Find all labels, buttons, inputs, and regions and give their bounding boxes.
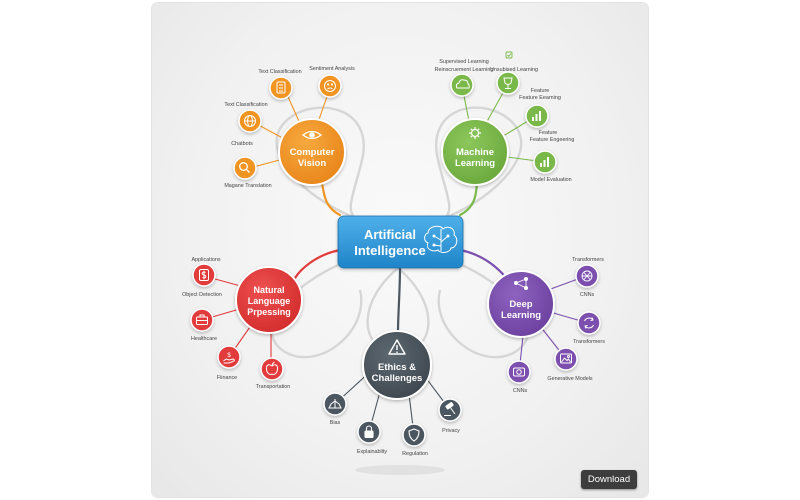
leaf-label: CNNs: [513, 388, 528, 394]
brain-circuit-icon: [424, 225, 458, 253]
branch-machine-learning: Machine Learning Supervised Learning Rei…: [435, 51, 575, 186]
leaf-text-classification-2: Text Classification: [224, 102, 268, 133]
branch-deep-learning: Deep Learning Transformers CNNs Transfor…: [487, 257, 605, 394]
leaf-transformers-2: Transformers: [573, 311, 605, 345]
branch-computer-vision: Computer Vision Sentiment Analysis Text …: [224, 66, 355, 189]
sad-face-icon: [324, 80, 336, 92]
dollar-icon: [199, 269, 209, 281]
lock-icon: [364, 425, 374, 439]
nlp-title-line3: Prpessing: [247, 307, 291, 317]
leaf-transportation: Transportation: [256, 357, 291, 390]
leaf-label: Regulation: [402, 451, 428, 457]
leaf-cnns: CNNs: [507, 360, 531, 394]
machine-learning-title-line1: Machine: [456, 147, 494, 158]
leaf-label-reinscruement-learning: Reinscruement Learning: [435, 67, 494, 73]
leaf-label-cnns: CNNs: [580, 292, 595, 298]
computer-vision-title-line2: Vision: [298, 158, 327, 169]
leaf-label-applications: Applications: [191, 257, 220, 263]
gavel-icon: [444, 402, 456, 416]
leaf-label-unsubised-learning: Unsubised Learning: [490, 67, 538, 73]
hand-money-icon: $: [223, 353, 235, 364]
document-icon: [276, 81, 286, 94]
deep-learning-title-line2: Learning: [501, 310, 541, 321]
leaf-label-line1: Feature: [531, 88, 550, 94]
leaf-feature-eearning: Feature Feature Eearning: [519, 88, 561, 128]
leaf-regulation: Regulation: [402, 423, 428, 457]
leaf-label: Feature Eearning: [519, 95, 561, 101]
leaf-label-model-evaluation: Model Evaluation: [530, 177, 571, 183]
leaf-privacy: Privacy: [438, 398, 462, 434]
leaf-label: Chatbots: [231, 141, 253, 147]
leaf-label: Transportation: [256, 384, 291, 390]
download-button[interactable]: Download: [581, 470, 637, 489]
shield-icon: [408, 428, 420, 442]
network-icon: [581, 270, 593, 282]
nlp-title-line2: Language: [248, 296, 291, 306]
ethics-title-line2: Challenges: [372, 373, 423, 384]
camera-icon: [513, 367, 525, 377]
leaf-transformers: [575, 264, 599, 288]
briefcase-icon: [196, 314, 208, 325]
leaf-label: Explainablity: [357, 449, 388, 455]
leaf-fiinance: $ Fiinance: [217, 345, 241, 381]
leaf-label: Transformers: [573, 339, 605, 345]
magnifier-icon: [239, 162, 250, 173]
leaf-label: Text Classification: [224, 102, 267, 108]
checkbox-icon: [505, 51, 513, 59]
leaf-label: Privacy: [442, 428, 460, 434]
ethics-title-line1: Ethics &: [378, 362, 416, 373]
leaf-sentiment-analysis: Sentiment Analysis: [309, 66, 355, 98]
leaf-label: Sentiment Analysis: [309, 66, 355, 72]
svg-text:$: $: [227, 353, 231, 359]
leaf-label: Text Classification: [258, 69, 301, 75]
center-node-artificial-intelligence: Artificial Intelligence: [337, 215, 464, 269]
network-icon: [514, 276, 529, 290]
branch-natural-language-processing: Natural Language Prpessing Applications …: [182, 257, 303, 390]
center-title-line2: Intelligence: [354, 243, 426, 258]
leaf-label-magane-translation: Magane Translation: [224, 183, 271, 189]
leaf-label-transformers: Transformers: [572, 257, 604, 263]
leaf-chatbots: Chatbots: [231, 141, 257, 180]
machine-learning-title-line2: Learning: [455, 158, 495, 169]
center-title-line1: Artificial: [364, 227, 416, 242]
scale-icon: [328, 399, 342, 409]
computer-vision-title-line1: Computer: [290, 147, 335, 158]
leaf-supervised-learning: [450, 73, 474, 97]
branch-ethics-challenges: Ethics & Challenges Bias Explainablity R…: [323, 330, 462, 457]
nlp-title-line1: Natural: [253, 285, 284, 295]
leaf-label: Fiinance: [217, 375, 237, 381]
warning-icon: [388, 339, 406, 355]
leaf-text-classification: Text Classification: [258, 69, 302, 100]
leaf-applications: [192, 263, 216, 287]
leaf-label: Generative Models: [547, 376, 593, 382]
leaf-label-line1: Feature: [539, 130, 558, 136]
leaf-label: Bias: [330, 420, 341, 426]
image-icon: [560, 353, 572, 364]
bar-chart-icon: [540, 157, 549, 167]
bar-chart-icon: [532, 111, 541, 121]
leaf-generative-models: Generative Models: [547, 347, 593, 382]
leaf-feature-engeering: Feature Feature Engeering: [530, 130, 575, 174]
deep-learning-title-line1: Deep: [509, 299, 532, 310]
leaf-label: Healthcare: [191, 336, 217, 342]
cycle-icon: [584, 317, 594, 329]
leaf-unsubised-learning: [496, 71, 520, 95]
cloud-icon: [455, 79, 470, 89]
trophy-icon: [503, 77, 513, 89]
leaf-explainablity: Explainablity: [357, 420, 388, 455]
eye-icon: [302, 130, 322, 140]
floor-shadow: [355, 465, 445, 475]
apple-icon: [265, 361, 279, 375]
leaf-bias: Bias: [323, 392, 347, 426]
leaf-label-supervised-learning: Supervised Learning: [439, 59, 488, 65]
gear-icon: [469, 127, 481, 139]
leaf-healthcare: Healthcare: [190, 308, 217, 342]
globe-icon: [244, 115, 256, 127]
leaf-label-object-detection: Object Detection: [182, 292, 222, 298]
leaf-label: Feature Engeering: [530, 137, 575, 143]
